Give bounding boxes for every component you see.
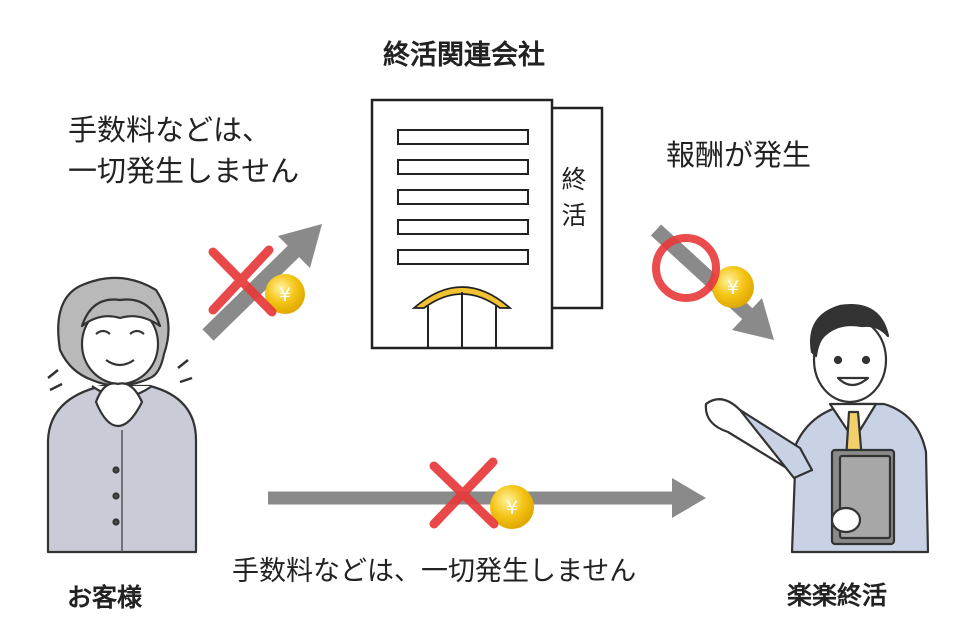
note-left-line-2: 一切発生しません bbox=[68, 154, 300, 189]
agent-label: 楽楽終活 bbox=[787, 581, 888, 610]
office-building bbox=[370, 98, 604, 350]
coin-icon: ¥ bbox=[712, 266, 754, 308]
note-bottom: 手数料などは、一切発生しません bbox=[232, 556, 637, 587]
circle-ok-icon bbox=[652, 234, 720, 302]
note-left: 手数料などは、 一切発生しません bbox=[68, 110, 299, 192]
cross-icon bbox=[208, 245, 277, 317]
customer-illustration bbox=[46, 276, 198, 554]
customer-label: お客様 bbox=[67, 583, 143, 612]
coin-symbol: ¥ bbox=[727, 277, 739, 299]
arrow-customer-to-company bbox=[202, 224, 322, 341]
building-entrance bbox=[411, 286, 513, 348]
note-left-line-1: 手数料などは、 bbox=[68, 113, 272, 147]
coin-symbol: ¥ bbox=[506, 497, 518, 519]
coin-symbol: ¥ bbox=[279, 284, 291, 306]
building-windows bbox=[397, 129, 529, 265]
note-right: 報酬が発生 bbox=[666, 138, 812, 172]
coin-icon: ¥ bbox=[490, 485, 534, 529]
agent-illustration bbox=[704, 304, 930, 554]
cross-icon bbox=[429, 457, 499, 529]
building-sign: 終活 bbox=[561, 165, 587, 231]
company-title: 終活関連会社 bbox=[383, 40, 545, 71]
coin-icon: ¥ bbox=[265, 274, 305, 314]
